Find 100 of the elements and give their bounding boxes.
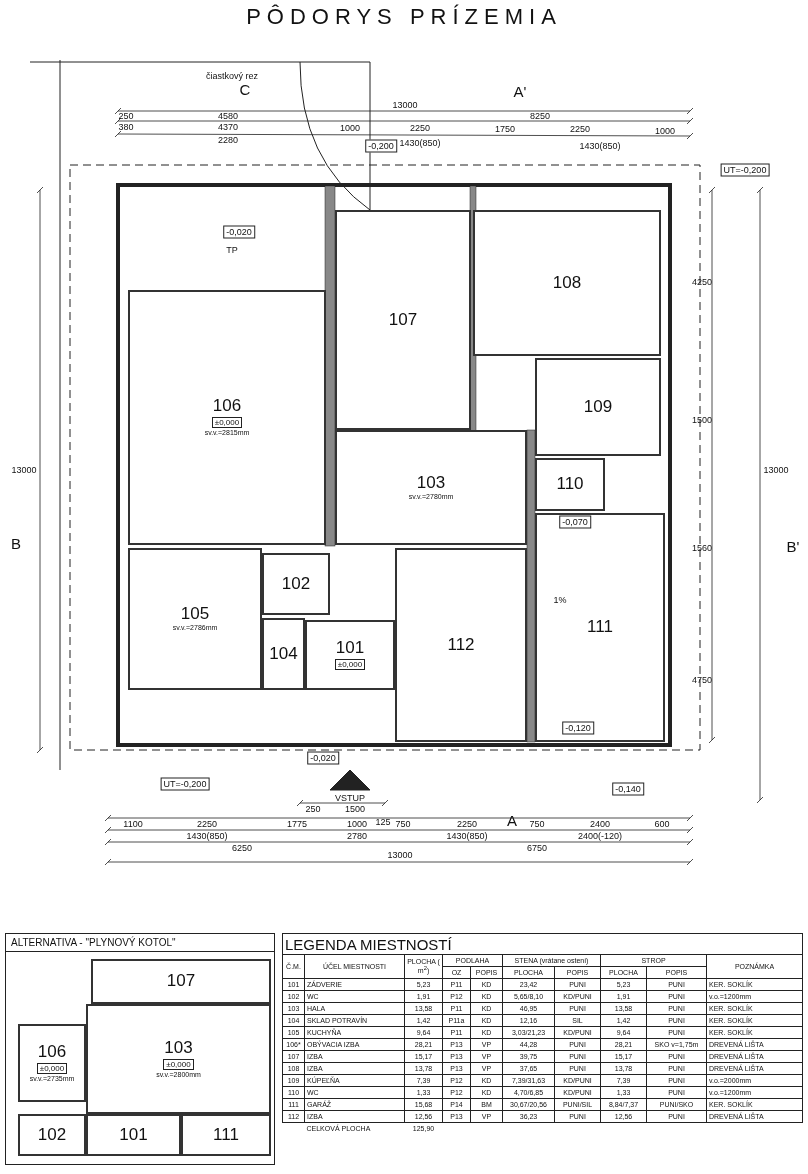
dimension-label: 2280 xyxy=(218,135,238,145)
dimension-label: 1500 xyxy=(345,804,365,814)
inset-frame xyxy=(5,933,275,1165)
section-mark: B' xyxy=(786,538,800,554)
dimension-label: 1430(850) xyxy=(399,138,441,148)
dimension-label: 4370 xyxy=(218,122,238,132)
level-mark: -0,200 xyxy=(365,139,397,153)
note-text: TP xyxy=(226,245,238,255)
room-number: 103 xyxy=(416,473,446,493)
section-mark: C xyxy=(239,81,251,97)
room-outline xyxy=(262,553,330,615)
room-outline xyxy=(91,959,271,1004)
level-mark: UT=-0,200 xyxy=(160,777,210,791)
dimension-label: 2780 xyxy=(347,831,367,841)
room-outline xyxy=(128,290,326,545)
room-number: 108 xyxy=(552,273,582,293)
section-mark: B xyxy=(11,535,21,551)
level-mark: -0,070 xyxy=(559,515,591,529)
note-text: čiastkový rez xyxy=(206,71,258,81)
room-outline xyxy=(18,1024,86,1102)
dimension-label: 250 xyxy=(118,111,134,121)
room-outline xyxy=(535,458,605,511)
room-outline xyxy=(86,1004,271,1114)
dimension-label: 1430(850) xyxy=(579,141,621,151)
level-mark: ±0,000 xyxy=(211,417,243,429)
room-number: 104 xyxy=(269,644,298,664)
dimension-label: 2400 xyxy=(590,819,610,829)
dimension-label: 4250 xyxy=(692,277,712,287)
section-mark: A' xyxy=(513,83,527,99)
room-outline xyxy=(86,1114,181,1156)
dimension-label: 6250 xyxy=(232,843,252,853)
level-mark: ±0,000 xyxy=(163,1058,194,1070)
room-number: 107 xyxy=(388,310,418,330)
dimension-label: 13000 xyxy=(387,850,413,860)
room-number: 101 xyxy=(119,1125,148,1145)
section-mark: A xyxy=(507,812,517,828)
room-number: 110 xyxy=(556,475,584,494)
inset-title: ALTERNATIVA - "PLYNOVÝ KOTOL" xyxy=(6,934,274,952)
dimension-label: 8250 xyxy=(530,111,550,121)
room-number: 112 xyxy=(447,635,475,655)
room-number: 107 xyxy=(166,972,196,991)
note-text: VSTUP xyxy=(335,793,365,803)
dimension-label: 250 xyxy=(305,804,321,814)
room-outline xyxy=(128,548,262,690)
dimension-label: 2250 xyxy=(457,819,477,829)
dimension-label: 1750 xyxy=(495,124,515,134)
dimension-label: 1560 xyxy=(692,543,712,553)
level-mark: ±0,000 xyxy=(334,658,366,670)
room-number: 101 xyxy=(335,639,365,658)
dimension-label: 1000 xyxy=(340,123,360,133)
dimension-label: 13000 xyxy=(11,465,37,475)
dimension-label: 4750 xyxy=(692,675,712,685)
room-outline xyxy=(535,358,661,456)
room-number: 103 xyxy=(164,1038,193,1058)
room-number: 106 xyxy=(37,1042,67,1062)
level-mark: UT=-0,200 xyxy=(720,163,770,177)
room-outline xyxy=(18,1114,86,1156)
room-number: 109 xyxy=(583,397,613,417)
dimension-label: 1500 xyxy=(692,415,712,425)
dimension-label: 750 xyxy=(529,819,545,829)
dimension-label: 1000 xyxy=(655,126,675,136)
room-number: 105 xyxy=(180,605,210,625)
room-outline xyxy=(473,210,661,356)
room-outline xyxy=(335,430,527,545)
room-number: 102 xyxy=(281,574,311,594)
room-number: 106 xyxy=(212,397,242,417)
table-title: LEGENDA MIESTNOSTÍ xyxy=(282,933,803,955)
dimension-label: 4580 xyxy=(218,111,238,121)
room-number: 111 xyxy=(587,618,613,637)
level-mark: ±0,000 xyxy=(36,1062,68,1074)
room-outline xyxy=(181,1114,271,1156)
dimension-label: 1430(850) xyxy=(186,831,228,841)
dimension-label: 13000 xyxy=(763,465,789,475)
dimension-label: 6750 xyxy=(527,843,547,853)
room-outline xyxy=(395,548,527,742)
dimension-label: 2250 xyxy=(197,819,217,829)
level-mark: -0,020 xyxy=(307,751,339,765)
dimension-label: 2250 xyxy=(410,123,430,133)
dimension-label: 2250 xyxy=(570,124,590,134)
level-mark: -0,020 xyxy=(223,225,255,239)
room-number: 102 xyxy=(37,1125,67,1145)
dimension-label: 1430(850) xyxy=(446,831,488,841)
dimension-label: 13000 xyxy=(392,100,418,110)
room-outline xyxy=(535,513,665,742)
dimension-label: 1000 xyxy=(347,819,367,829)
room-outline xyxy=(305,620,395,690)
dimension-label: 1100 xyxy=(123,819,143,829)
drawing-title: PÔDORYS PRÍZEMIA xyxy=(245,4,563,30)
dimension-label: 2400(-120) xyxy=(578,831,622,841)
dimension-label: 1775 xyxy=(287,819,307,829)
dimension-label: 750 xyxy=(395,819,411,829)
note-text: 1% xyxy=(553,595,567,605)
room-number: 111 xyxy=(213,1125,239,1145)
dimension-label: 600 xyxy=(654,819,670,829)
dimension-label: 125 xyxy=(375,817,391,827)
room-outline xyxy=(262,618,305,690)
level-mark: -0,140 xyxy=(612,782,644,796)
dimension-label: 380 xyxy=(118,122,134,132)
level-mark: -0,120 xyxy=(562,721,594,735)
room-outline xyxy=(335,210,471,430)
